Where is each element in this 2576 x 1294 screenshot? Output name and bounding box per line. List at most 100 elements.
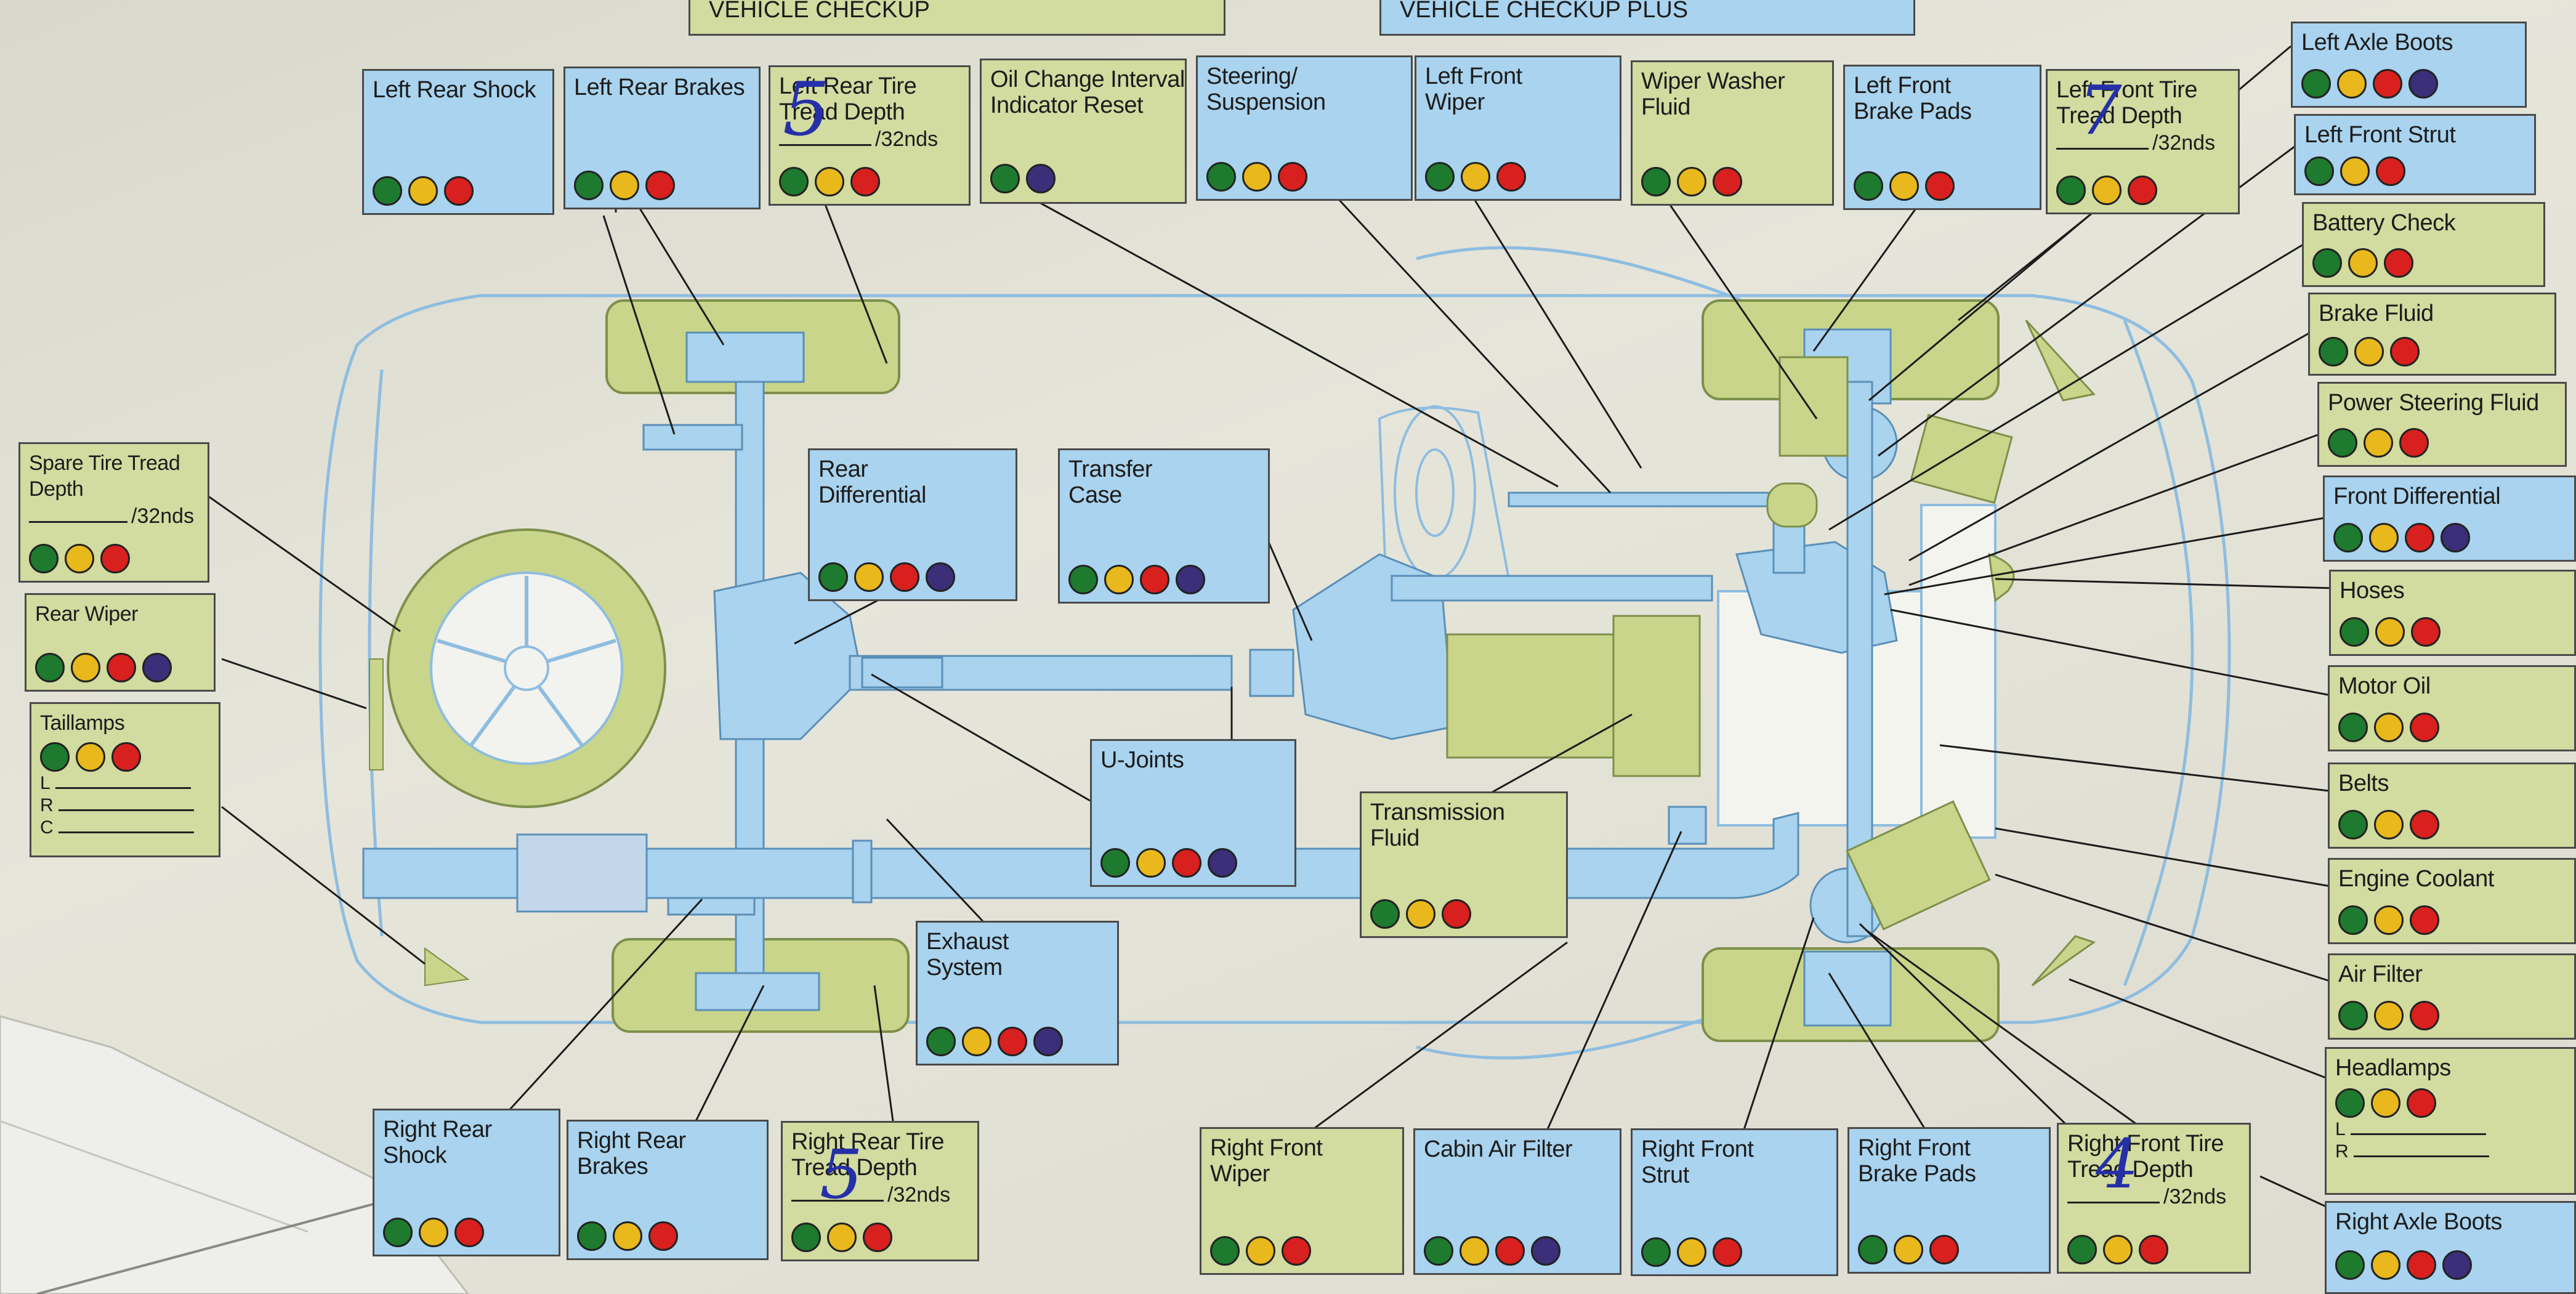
status-yellow-checkbox[interactable] <box>2354 337 2384 366</box>
status-purple-checkbox[interactable] <box>1208 848 1237 878</box>
status-red-checkbox[interactable] <box>2410 810 2439 839</box>
status-red-checkbox[interactable] <box>2410 1001 2439 1030</box>
status-yellow-checkbox[interactable] <box>2340 156 2370 186</box>
status-yellow-checkbox[interactable] <box>1104 565 1134 594</box>
status-green-checkbox[interactable] <box>2304 156 2334 186</box>
status-yellow-checkbox[interactable] <box>1136 848 1166 878</box>
status-green-checkbox[interactable] <box>779 167 809 196</box>
status-yellow-checkbox[interactable] <box>854 562 884 592</box>
status-yellow-checkbox[interactable] <box>1889 171 1919 201</box>
status-yellow-checkbox[interactable] <box>610 171 639 200</box>
status-red-checkbox[interactable] <box>1442 899 1471 929</box>
status-yellow-checkbox[interactable] <box>2375 617 2405 647</box>
status-purple-checkbox[interactable] <box>142 653 172 682</box>
status-green-checkbox[interactable] <box>1425 162 1455 192</box>
status-yellow-checkbox[interactable] <box>1894 1235 1923 1264</box>
status-green-checkbox[interactable] <box>1641 1237 1671 1267</box>
status-red-checkbox[interactable] <box>2407 1250 2436 1280</box>
center-lamp-field[interactable]: C <box>31 816 219 838</box>
status-yellow-checkbox[interactable] <box>1677 167 1706 196</box>
status-green-checkbox[interactable] <box>926 1027 956 1056</box>
status-yellow-checkbox[interactable] <box>2337 69 2367 99</box>
status-red-checkbox[interactable] <box>2139 1235 2168 1264</box>
status-red-checkbox[interactable] <box>2399 428 2429 458</box>
status-green-checkbox[interactable] <box>2338 713 2368 742</box>
status-yellow-checkbox[interactable] <box>2364 428 2393 458</box>
tread-depth-field[interactable]: /32nds <box>2048 129 2238 155</box>
status-purple-checkbox[interactable] <box>1026 164 1056 193</box>
status-green-checkbox[interactable] <box>1858 1235 1888 1264</box>
status-yellow-checkbox[interactable] <box>2369 523 2399 552</box>
status-yellow-checkbox[interactable] <box>408 176 438 206</box>
status-red-checkbox[interactable] <box>2407 1088 2436 1118</box>
status-green-checkbox[interactable] <box>2067 1235 2097 1264</box>
status-red-checkbox[interactable] <box>2410 713 2439 742</box>
status-green-checkbox[interactable] <box>1370 899 1400 929</box>
right-lamp-field[interactable]: R <box>31 794 219 816</box>
status-green-checkbox[interactable] <box>2340 617 2369 647</box>
status-red-checkbox[interactable] <box>2390 337 2420 366</box>
status-red-checkbox[interactable] <box>1140 565 1169 594</box>
status-red-checkbox[interactable] <box>2405 523 2434 552</box>
status-green-checkbox[interactable] <box>29 544 59 573</box>
status-red-checkbox[interactable] <box>2410 905 2439 935</box>
status-green-checkbox[interactable] <box>2335 1088 2365 1118</box>
status-red-checkbox[interactable] <box>1278 162 1307 192</box>
status-red-checkbox[interactable] <box>107 653 136 682</box>
status-red-checkbox[interactable] <box>1929 1235 1959 1264</box>
status-red-checkbox[interactable] <box>1713 167 1742 196</box>
status-red-checkbox[interactable] <box>645 171 675 200</box>
status-green-checkbox[interactable] <box>791 1223 821 1252</box>
status-green-checkbox[interactable] <box>2056 176 2086 205</box>
left-lamp-field[interactable]: L <box>31 772 219 794</box>
status-yellow-checkbox[interactable] <box>962 1027 991 1056</box>
status-red-checkbox[interactable] <box>2384 248 2413 278</box>
status-red-checkbox[interactable] <box>111 742 141 772</box>
status-green-checkbox[interactable] <box>2328 428 2357 458</box>
status-green-checkbox[interactable] <box>2338 810 2368 839</box>
status-yellow-checkbox[interactable] <box>2371 1250 2400 1280</box>
status-red-checkbox[interactable] <box>1172 848 1201 878</box>
status-red-checkbox[interactable] <box>1925 171 1955 201</box>
status-green-checkbox[interactable] <box>2319 337 2348 366</box>
status-purple-checkbox[interactable] <box>1531 1236 1561 1266</box>
status-yellow-checkbox[interactable] <box>2092 176 2122 205</box>
status-red-checkbox[interactable] <box>454 1218 484 1247</box>
status-green-checkbox[interactable] <box>574 171 604 200</box>
status-green-checkbox[interactable] <box>2312 248 2342 278</box>
status-red-checkbox[interactable] <box>2128 176 2157 205</box>
status-green-checkbox[interactable] <box>1854 171 1883 201</box>
status-red-checkbox[interactable] <box>1495 1236 1525 1266</box>
status-red-checkbox[interactable] <box>998 1027 1027 1056</box>
status-yellow-checkbox[interactable] <box>2374 810 2404 839</box>
status-green-checkbox[interactable] <box>1424 1236 1453 1266</box>
status-green-checkbox[interactable] <box>2335 1250 2365 1280</box>
status-green-checkbox[interactable] <box>1100 848 1130 878</box>
status-yellow-checkbox[interactable] <box>1406 899 1435 929</box>
status-yellow-checkbox[interactable] <box>815 167 844 196</box>
status-red-checkbox[interactable] <box>1496 162 1526 192</box>
status-yellow-checkbox[interactable] <box>1460 1236 1489 1266</box>
status-green-checkbox[interactable] <box>2338 1001 2368 1030</box>
status-red-checkbox[interactable] <box>850 167 880 196</box>
status-yellow-checkbox[interactable] <box>2374 713 2404 742</box>
status-purple-checkbox[interactable] <box>2442 1250 2472 1280</box>
status-purple-checkbox[interactable] <box>2408 69 2438 99</box>
status-green-checkbox[interactable] <box>1206 162 1236 192</box>
right-lamp-field[interactable]: R <box>2327 1140 2574 1162</box>
status-green-checkbox[interactable] <box>2301 69 2331 99</box>
status-yellow-checkbox[interactable] <box>1461 162 1490 192</box>
status-yellow-checkbox[interactable] <box>1246 1236 1275 1266</box>
status-yellow-checkbox[interactable] <box>2371 1088 2400 1118</box>
status-yellow-checkbox[interactable] <box>2348 248 2378 278</box>
status-yellow-checkbox[interactable] <box>419 1218 448 1247</box>
status-red-checkbox[interactable] <box>1282 1236 1311 1266</box>
status-yellow-checkbox[interactable] <box>827 1223 857 1252</box>
status-green-checkbox[interactable] <box>1210 1236 1240 1266</box>
left-lamp-field[interactable]: L <box>2327 1118 2574 1140</box>
status-purple-checkbox[interactable] <box>926 562 955 592</box>
tread-depth-field[interactable]: /32nds <box>20 502 208 528</box>
status-yellow-checkbox[interactable] <box>2374 1001 2404 1030</box>
status-yellow-checkbox[interactable] <box>65 544 94 573</box>
tread-depth-field[interactable]: /32nds <box>783 1181 977 1207</box>
